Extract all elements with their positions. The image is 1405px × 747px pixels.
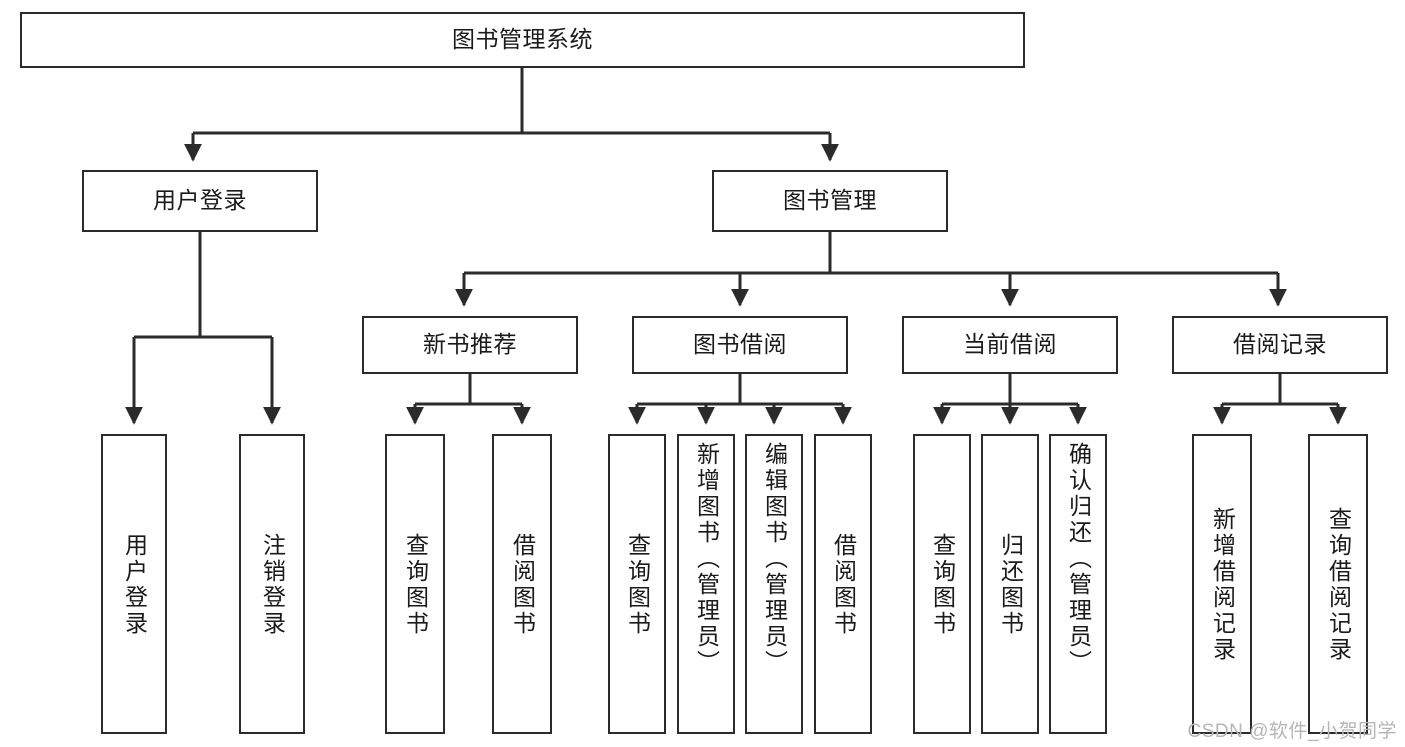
node-leaf-confirm-return-label: 确认归还（管理员）	[1065, 442, 1092, 676]
node-new-book-recommend[interactable]: 新书推荐	[362, 316, 578, 374]
node-leaf-add-book-label: 新增图书（管理员）	[693, 442, 720, 676]
node-new-book-recommend-label: 新书推荐	[423, 331, 517, 358]
node-leaf-query-book-2[interactable]: 查询图书	[608, 434, 666, 734]
node-root-label: 图书管理系统	[452, 26, 593, 53]
node-book-management[interactable]: 图书管理	[712, 170, 948, 232]
node-leaf-user-login-label: 用户登录	[121, 533, 148, 637]
node-leaf-user-login[interactable]: 用户登录	[101, 434, 167, 734]
node-leaf-logout-login-label: 注销登录	[259, 533, 286, 637]
node-leaf-query-book-1[interactable]: 查询图书	[385, 434, 445, 734]
node-borrow-record-label: 借阅记录	[1233, 331, 1327, 358]
node-leaf-query-record-label: 查询借阅记录	[1325, 507, 1352, 663]
node-user-login[interactable]: 用户登录	[82, 170, 318, 232]
node-leaf-query-book-3[interactable]: 查询图书	[913, 434, 971, 734]
node-leaf-add-book[interactable]: 新增图书（管理员）	[677, 434, 735, 734]
node-leaf-borrow-book-1-label: 借阅图书	[509, 533, 536, 637]
node-leaf-confirm-return[interactable]: 确认归还（管理员）	[1049, 434, 1107, 734]
node-book-management-label: 图书管理	[783, 187, 877, 214]
node-leaf-borrow-book-2[interactable]: 借阅图书	[814, 434, 872, 734]
node-leaf-add-record-label: 新增借阅记录	[1209, 507, 1236, 663]
node-leaf-edit-book[interactable]: 编辑图书（管理员）	[745, 434, 803, 734]
node-leaf-query-book-1-label: 查询图书	[402, 533, 429, 637]
node-leaf-return-book-label: 归还图书	[997, 533, 1024, 637]
node-leaf-return-book[interactable]: 归还图书	[981, 434, 1039, 734]
node-leaf-query-record[interactable]: 查询借阅记录	[1308, 434, 1368, 734]
node-leaf-query-book-3-label: 查询图书	[929, 533, 956, 637]
node-leaf-add-record[interactable]: 新增借阅记录	[1192, 434, 1252, 734]
node-leaf-borrow-book-2-label: 借阅图书	[830, 533, 857, 637]
node-user-login-label: 用户登录	[153, 187, 247, 214]
node-current-borrow[interactable]: 当前借阅	[902, 316, 1118, 374]
node-leaf-logout-login[interactable]: 注销登录	[239, 434, 305, 734]
node-leaf-query-book-2-label: 查询图书	[624, 533, 651, 637]
node-root[interactable]: 图书管理系统	[20, 12, 1025, 68]
node-leaf-borrow-book-1[interactable]: 借阅图书	[492, 434, 552, 734]
node-leaf-edit-book-label: 编辑图书（管理员）	[761, 442, 788, 676]
watermark: CSDN @软件_小贺同学	[1187, 721, 1397, 742]
node-current-borrow-label: 当前借阅	[963, 331, 1057, 358]
node-book-borrow[interactable]: 图书借阅	[632, 316, 848, 374]
node-borrow-record[interactable]: 借阅记录	[1172, 316, 1388, 374]
node-book-borrow-label: 图书借阅	[693, 331, 787, 358]
